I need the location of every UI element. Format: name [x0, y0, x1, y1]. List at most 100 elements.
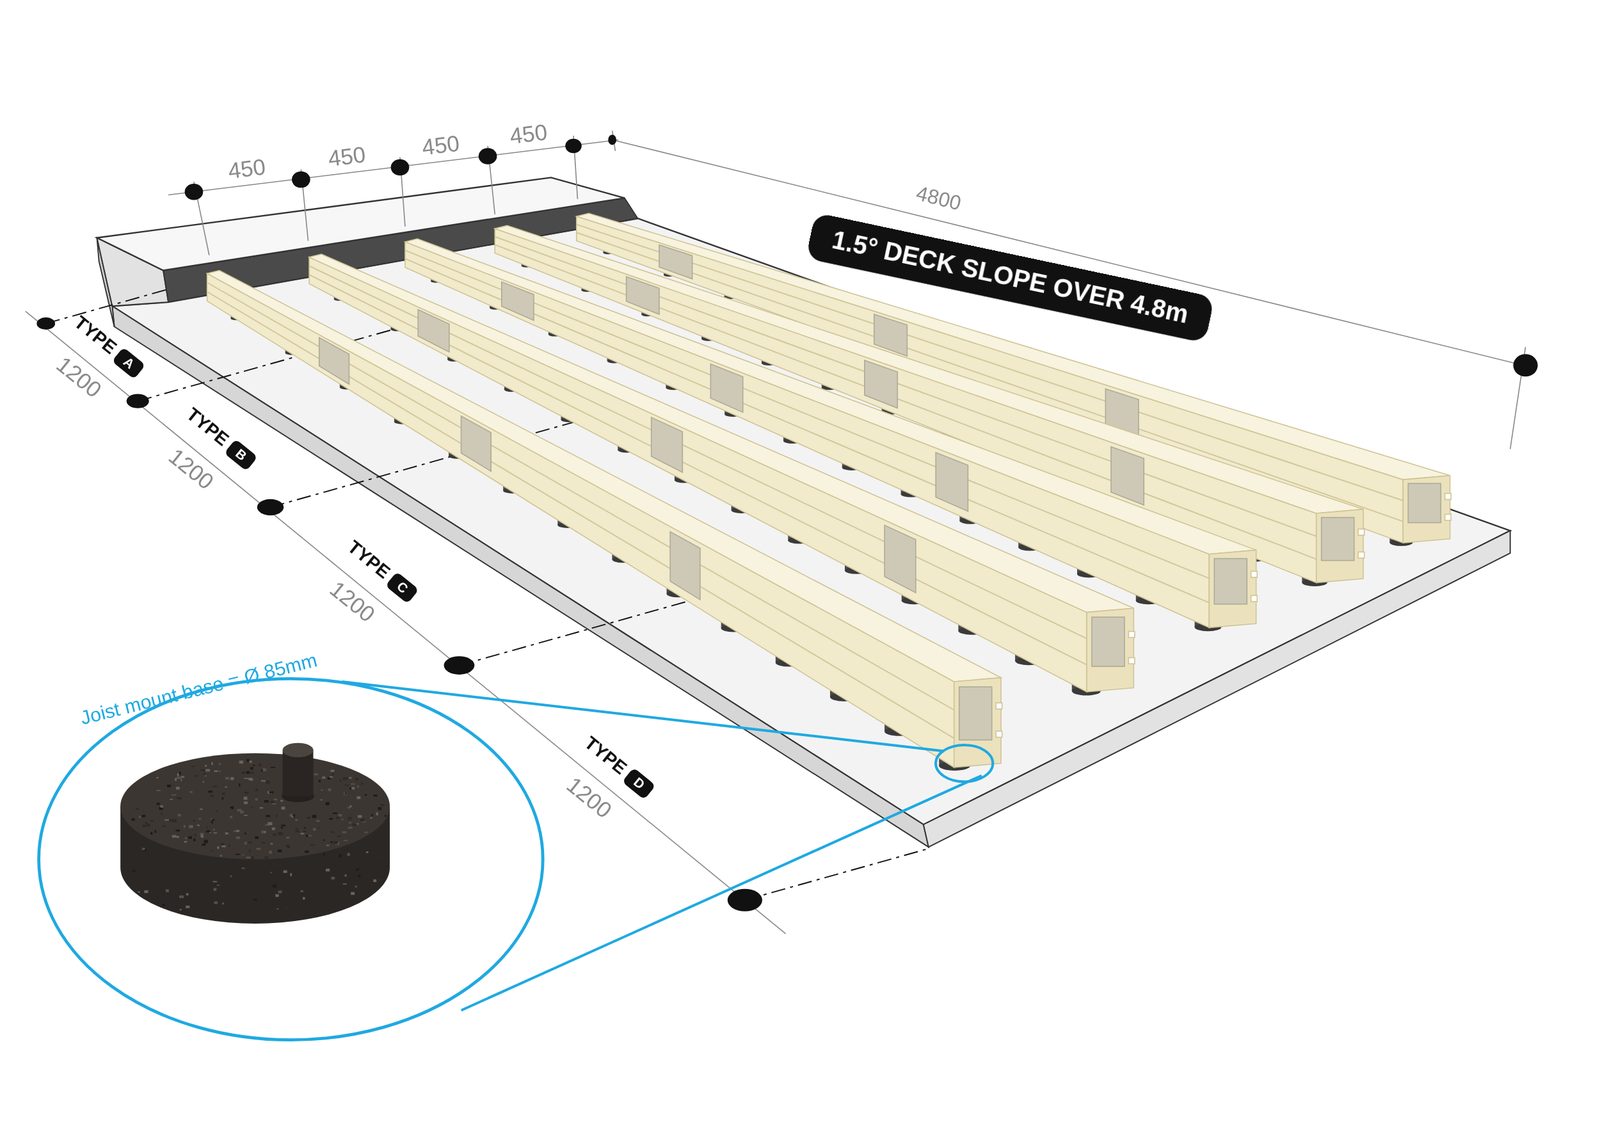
puck-speck — [202, 781, 205, 783]
puck-speck — [328, 788, 332, 792]
puck-speck — [255, 798, 258, 800]
puck-speck — [348, 821, 352, 824]
puck-speck — [211, 821, 214, 824]
puck-speck — [357, 814, 363, 818]
puck-speck — [300, 890, 304, 893]
puck-speck — [318, 780, 321, 783]
puck-speck — [253, 898, 258, 901]
puck-speck — [137, 891, 140, 893]
dimension-dot — [1512, 353, 1538, 377]
puck-speck — [356, 868, 360, 872]
dimension-label: 1200 — [51, 352, 107, 404]
puck-speck — [369, 851, 374, 854]
puck-speck — [339, 779, 342, 782]
puck-speck — [209, 794, 214, 797]
puck-speck — [236, 830, 240, 832]
puck-speck — [347, 816, 352, 820]
puck-speck — [264, 856, 269, 859]
puck-speck — [300, 832, 305, 835]
puck-speck — [380, 803, 385, 806]
puck-speck — [215, 810, 218, 812]
puck-speck — [277, 849, 283, 852]
puck-speck — [184, 837, 187, 840]
puck-speck — [176, 835, 179, 838]
puck-speck — [291, 815, 294, 818]
puck-speck — [213, 832, 217, 834]
puck-speck — [336, 835, 342, 838]
puck-speck — [323, 853, 326, 856]
puck-speck — [323, 839, 325, 841]
puck-speck — [364, 831, 368, 833]
puck-speck — [244, 801, 248, 803]
puck-speck — [249, 760, 253, 763]
puck-speck — [243, 801, 248, 805]
puck-speck — [343, 839, 349, 841]
dimension-line — [168, 139, 619, 195]
puck-speck — [176, 829, 180, 832]
puck-speck — [246, 856, 251, 859]
badge-letter: B — [232, 446, 251, 464]
puck-speck — [225, 832, 229, 834]
puck-speck — [280, 826, 283, 829]
puck-speck — [252, 764, 255, 767]
puck-speck — [278, 890, 283, 893]
joist-end-plate — [1091, 616, 1125, 667]
puck-speck — [305, 834, 308, 837]
puck-speck — [210, 818, 213, 820]
puck-speck — [256, 848, 262, 850]
puck-speck — [246, 771, 250, 774]
joist-connector-plate — [659, 245, 693, 280]
puck-speck — [225, 776, 230, 780]
puck-speck — [165, 888, 169, 893]
puck-speck — [218, 762, 221, 765]
puck-speck — [206, 826, 208, 829]
puck-speck — [156, 776, 159, 779]
puck-speck — [312, 814, 317, 818]
puck-speck — [275, 894, 279, 897]
dimension-dot — [184, 183, 204, 201]
puck-speck — [331, 876, 336, 880]
puck-speck — [249, 778, 254, 781]
puck-speck — [200, 832, 205, 835]
puck-speck — [360, 782, 363, 785]
puck-speck — [172, 819, 177, 823]
dimension-dot — [727, 888, 763, 912]
dimension-label: 450 — [226, 154, 267, 184]
puck-speck — [193, 833, 196, 836]
puck-speck — [261, 830, 267, 834]
puck-speck — [186, 892, 189, 896]
joist-end-notch — [1358, 529, 1365, 536]
puck-speck — [370, 883, 375, 886]
puck-speck — [262, 768, 267, 771]
puck-speck — [338, 814, 343, 817]
puck-speck — [145, 822, 148, 824]
puck-speck — [233, 830, 237, 832]
puck-speck — [176, 776, 182, 779]
puck-speck — [250, 766, 253, 770]
puck-speck — [287, 888, 289, 891]
puck-speck — [195, 775, 199, 777]
puck-nub-top — [282, 743, 314, 758]
puck-speck — [150, 819, 154, 822]
joist-end-notch — [995, 730, 1003, 738]
puck-speck — [244, 791, 249, 794]
joist-end-plate — [1321, 517, 1355, 560]
puck-speck — [273, 798, 278, 801]
puck-speck — [360, 818, 365, 822]
joist-connector-plate — [626, 276, 660, 315]
joist-end — [1208, 549, 1256, 628]
puck-speck — [285, 906, 290, 909]
puck-speck — [142, 814, 146, 817]
puck-speck — [243, 777, 249, 779]
puck-speck — [172, 835, 177, 838]
puck-speck — [325, 801, 330, 806]
puck-speck — [295, 828, 299, 831]
puck-speck — [295, 819, 298, 821]
dimension-label: 1200 — [324, 576, 379, 628]
joist-top — [207, 270, 1001, 683]
type-badge: C — [384, 571, 419, 605]
dimension-label: 4800 — [913, 181, 964, 215]
puck-speck — [333, 840, 338, 845]
joist-connector-plate — [710, 364, 743, 413]
